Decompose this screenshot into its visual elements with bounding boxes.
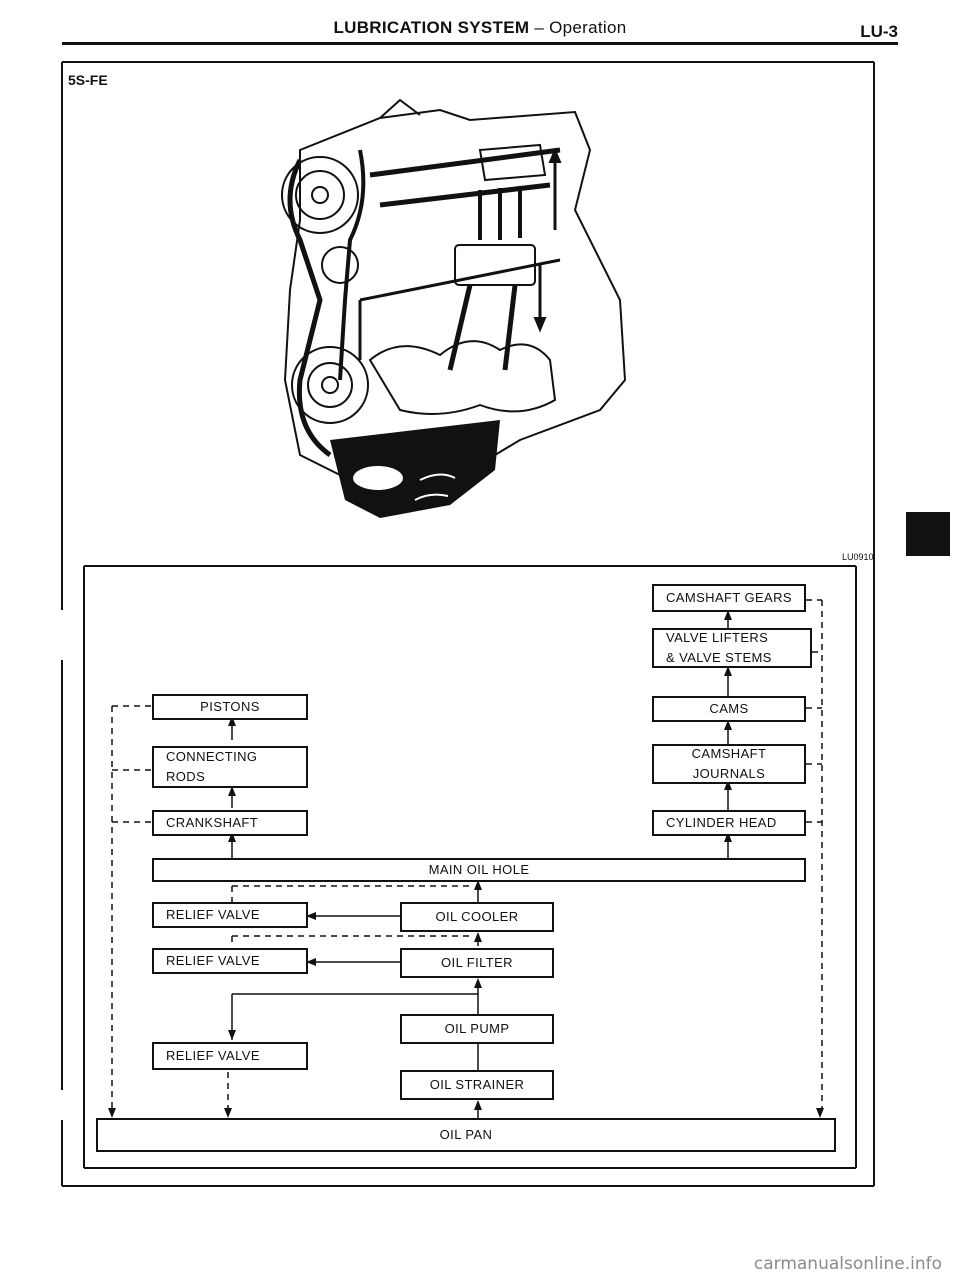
label-relief-valve-3: RELIEF VALVE	[166, 1048, 260, 1063]
label-relief-valve-1: RELIEF VALVE	[166, 907, 260, 922]
box-valve-lifters: VALVE LIFTERS & VALVE STEMS	[652, 628, 812, 668]
header-rule	[62, 42, 898, 45]
label-valve-lifters-2: & VALVE STEMS	[666, 650, 772, 665]
oil-pan-illustration	[330, 420, 500, 518]
page-header-title: LUBRICATION SYSTEM – Operation	[0, 18, 960, 38]
box-oil-strainer: OIL STRAINER	[400, 1070, 554, 1100]
flow-arrowheads	[108, 610, 824, 1118]
box-crankshaft: CRANKSHAFT	[152, 810, 308, 836]
label-oil-strainer: OIL STRAINER	[429, 1077, 525, 1092]
box-oil-cooler: OIL COOLER	[400, 902, 554, 932]
box-camshaft-gears: CAMSHAFT GEARS	[652, 584, 806, 612]
box-pistons: PISTONS	[152, 694, 308, 720]
label-camshaft-journals-2: JOURNALS	[692, 766, 766, 781]
label-connecting-rods-2: RODS	[166, 769, 206, 784]
box-relief-valve-3: RELIEF VALVE	[152, 1042, 308, 1070]
label-camshaft-gears: CAMSHAFT GEARS	[666, 590, 792, 605]
box-relief-valve-2: RELIEF VALVE	[152, 948, 308, 974]
section-tab-marker	[906, 512, 950, 556]
label-oil-pan: OIL PAN	[439, 1127, 493, 1142]
box-relief-valve-1: RELIEF VALVE	[152, 902, 308, 928]
header-title-rest: – Operation	[529, 18, 627, 37]
label-main-oil-hole: MAIN OIL HOLE	[428, 862, 530, 877]
figure-frame	[61, 61, 875, 1187]
box-cams: CAMS	[652, 696, 806, 722]
label-camshaft-journals-1: CAMSHAFT	[691, 746, 767, 761]
label-relief-valve-2: RELIEF VALVE	[166, 953, 260, 968]
label-connecting-rods-1: CONNECTING	[166, 749, 258, 764]
page-number: LU-3	[860, 22, 898, 41]
header-title-bold: LUBRICATION SYSTEM	[333, 18, 530, 37]
label-valve-lifters-1: VALVE LIFTERS	[666, 630, 769, 645]
box-oil-pan: OIL PAN	[96, 1118, 836, 1152]
box-cylinder-head: CYLINDER HEAD	[652, 810, 806, 836]
label-oil-pump: OIL PUMP	[444, 1021, 510, 1036]
engine-illustration	[281, 98, 627, 490]
return-paths	[111, 599, 823, 1108]
box-oil-filter: OIL FILTER	[400, 948, 554, 978]
box-camshaft-journals: CAMSHAFT JOURNALS	[652, 744, 806, 784]
box-oil-pump: OIL PUMP	[400, 1014, 554, 1044]
engine-model-label: 5S-FE	[68, 72, 108, 88]
label-cylinder-head: CYLINDER HEAD	[666, 815, 777, 830]
label-crankshaft: CRANKSHAFT	[166, 815, 259, 830]
label-pistons: PISTONS	[200, 699, 260, 714]
box-main-oil-hole: MAIN OIL HOLE	[152, 858, 806, 882]
label-cams: CAMS	[709, 701, 749, 716]
label-oil-cooler: OIL COOLER	[435, 909, 519, 924]
label-oil-filter: OIL FILTER	[441, 955, 513, 970]
box-connecting-rods: CONNECTING RODS	[152, 746, 308, 788]
figure-code: LU0910	[842, 552, 874, 562]
watermark-text: carmanualsonline.info	[753, 1254, 942, 1274]
